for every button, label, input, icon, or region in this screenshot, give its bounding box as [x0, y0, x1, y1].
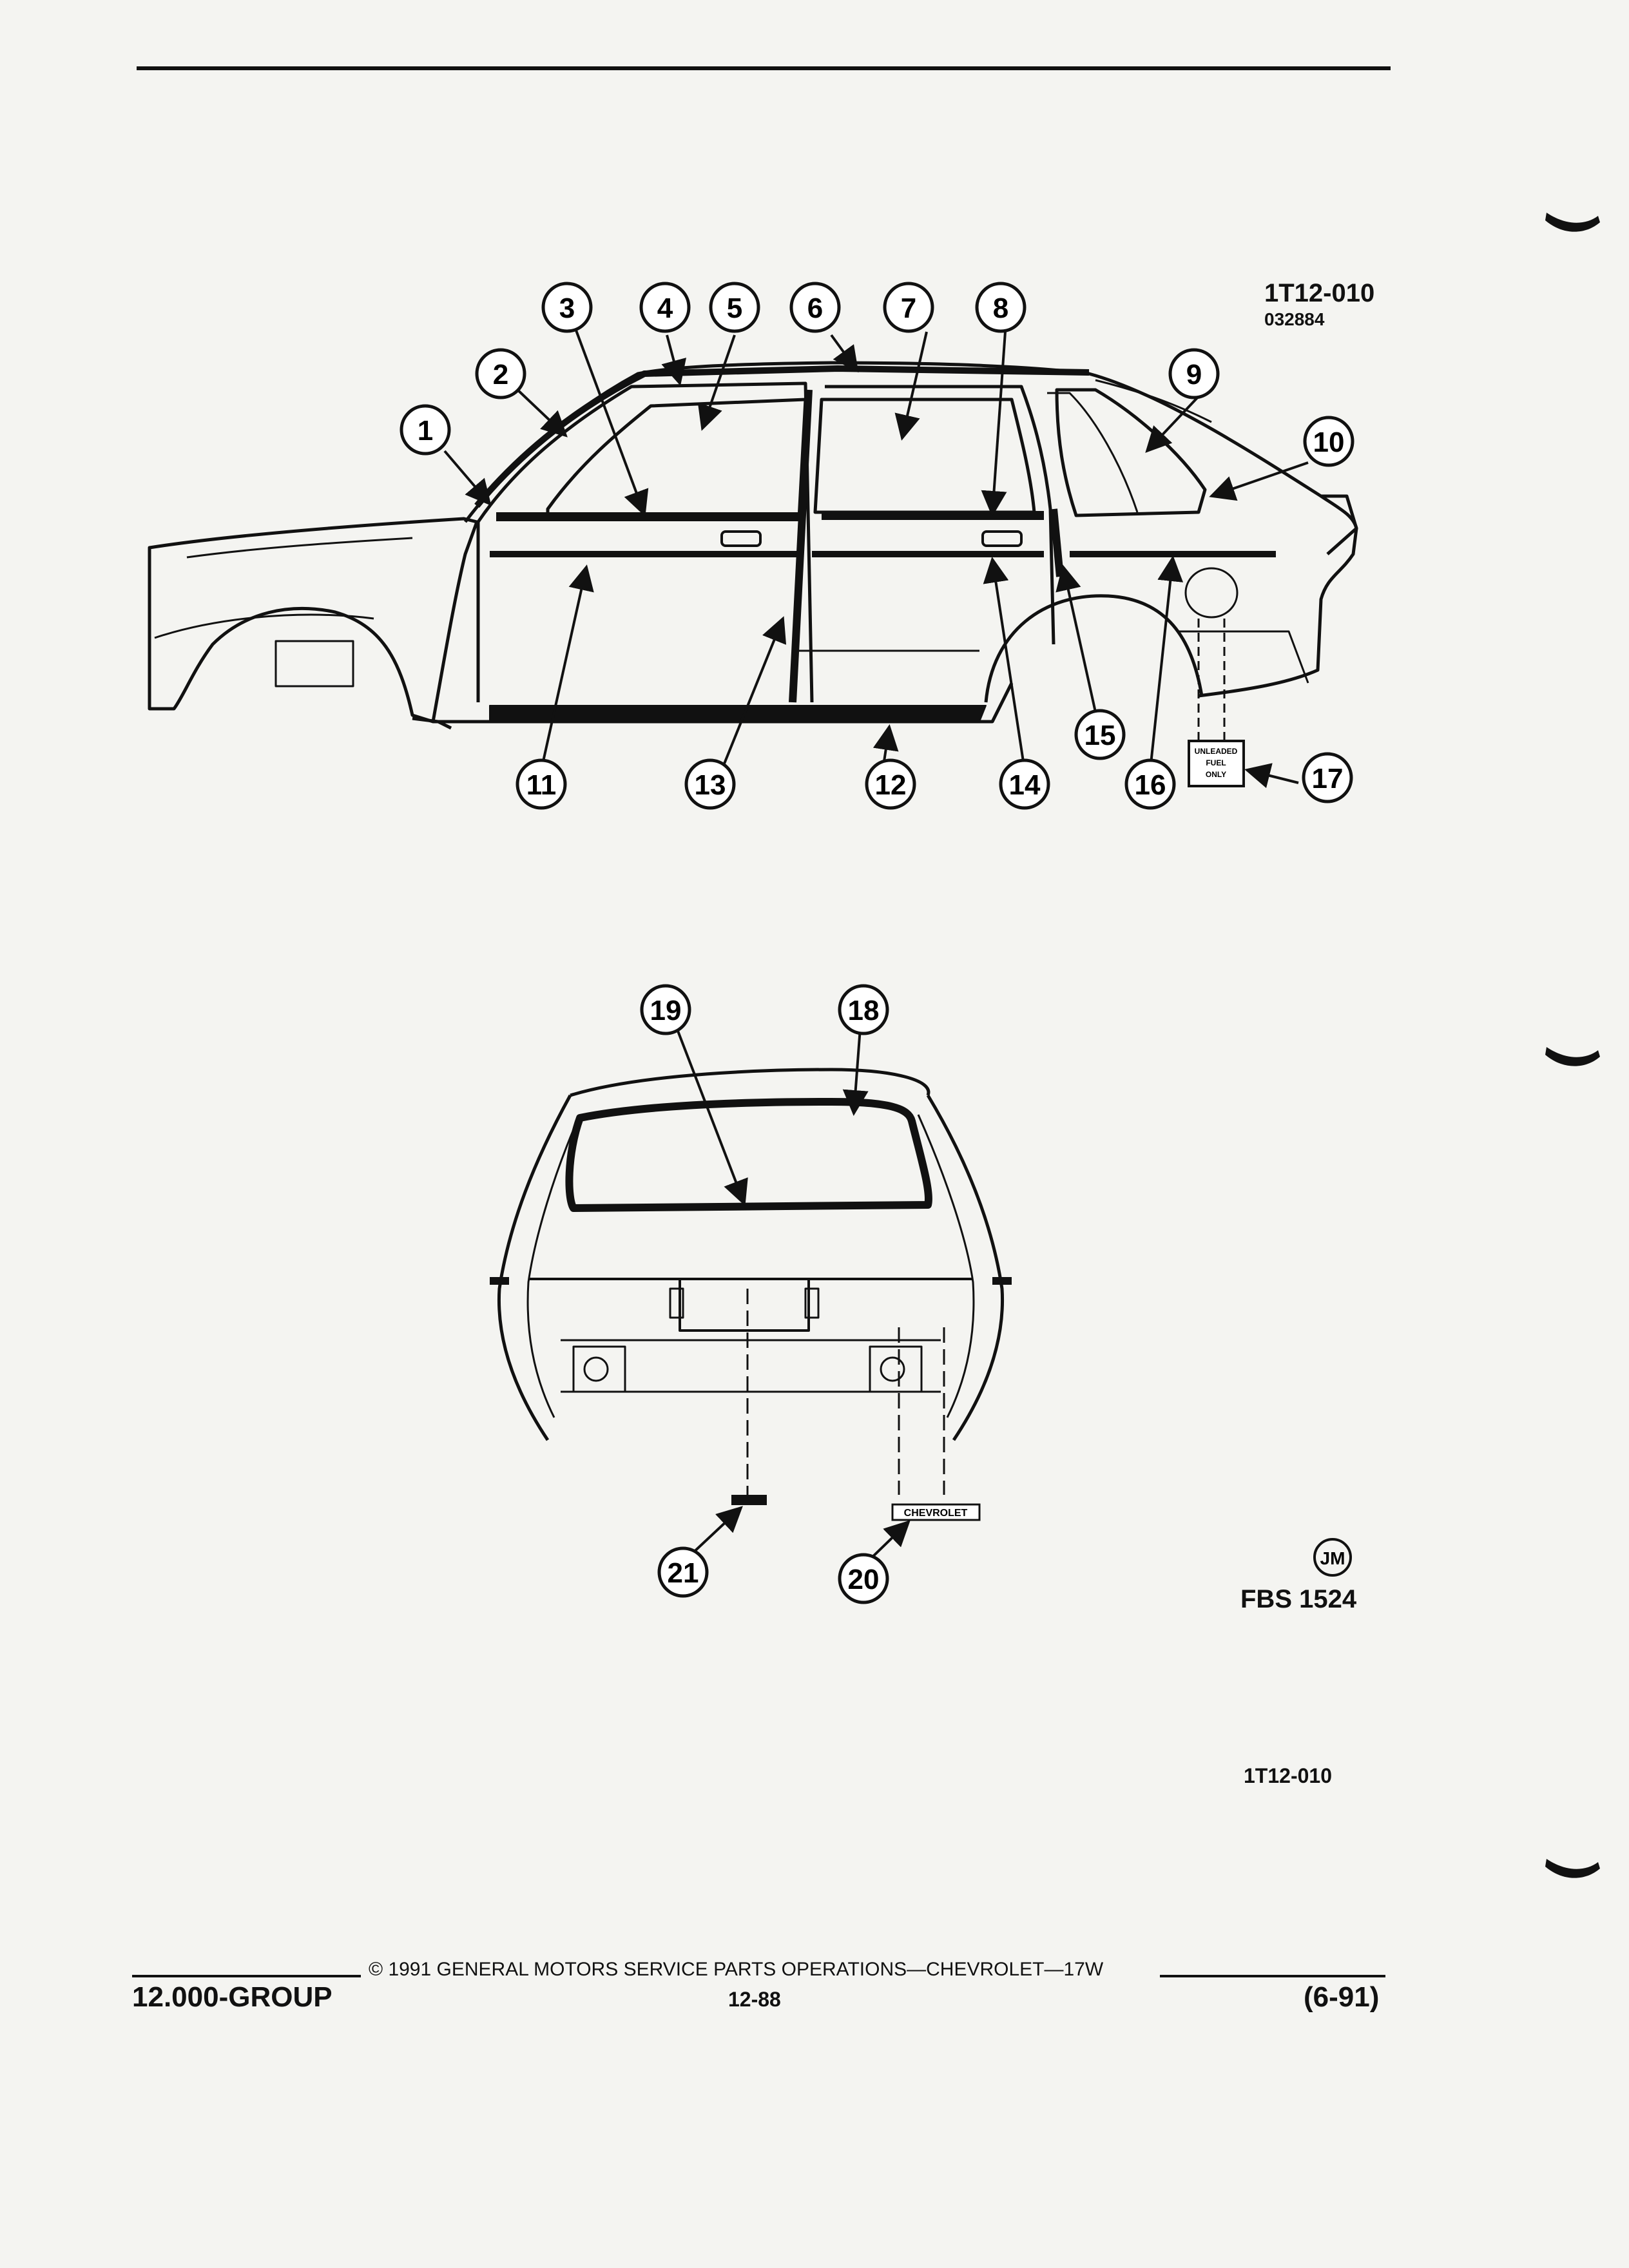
callout-5: 5 — [709, 282, 760, 333]
footer-rule-left — [132, 1975, 361, 1977]
svg-text:3: 3 — [559, 293, 575, 324]
callout-14: 14 — [999, 758, 1050, 810]
callout-21: 21 — [657, 1546, 709, 1598]
svg-text:12: 12 — [875, 769, 907, 801]
rear-emblems: CHEVROLET — [731, 1495, 981, 1521]
emblem-20 — [891, 1503, 981, 1521]
rear-callouts: 19 18 21 20 — [640, 984, 889, 1604]
figure-ref-bottom: 1T12-010 — [1244, 1764, 1332, 1787]
footer-date: (6-91) — [1304, 1981, 1380, 2013]
svg-text:19: 19 — [650, 995, 682, 1026]
side-leader-lines — [443, 328, 1309, 789]
svg-text:8: 8 — [993, 293, 1008, 324]
jm-stamp: JM — [1313, 1538, 1352, 1577]
rear-view-car — [490, 1068, 1012, 1495]
svg-text:17: 17 — [1312, 763, 1344, 794]
svg-text:20: 20 — [848, 1564, 880, 1595]
callout-9: 9 — [1168, 348, 1220, 399]
stamp-code: FBS 1524 — [1240, 1585, 1357, 1613]
fuel-label-decal: UNLEADED FUEL ONLY — [1188, 740, 1245, 787]
callout-17: 17 — [1302, 752, 1353, 803]
svg-text:4: 4 — [657, 293, 673, 324]
svg-text:21: 21 — [668, 1557, 699, 1589]
fuel-label-line2: FUEL — [1206, 758, 1226, 767]
callout-18: 18 — [838, 984, 889, 1035]
callout-12: 12 — [865, 758, 916, 810]
svg-text:15: 15 — [1084, 720, 1116, 751]
callout-6: 6 — [789, 282, 841, 333]
fuel-label-line1: UNLEADED — [1195, 747, 1238, 756]
callout-2: 2 — [475, 348, 526, 399]
svg-text:11: 11 — [526, 769, 557, 801]
svg-text:JM: JM — [1320, 1548, 1345, 1568]
callout-8: 8 — [975, 282, 1027, 333]
callout-16: 16 — [1124, 758, 1176, 810]
callout-11: 11 — [516, 758, 567, 810]
svg-text:1: 1 — [418, 415, 433, 447]
callout-4: 4 — [639, 282, 691, 333]
svg-text:14: 14 — [1009, 769, 1041, 801]
figure-code: 032884 — [1264, 309, 1325, 329]
footer-group: 12.000-GROUP — [132, 1981, 333, 2013]
figure-id: 1T12-010 — [1264, 279, 1375, 307]
svg-text:18: 18 — [848, 995, 880, 1026]
callout-15: 15 — [1074, 709, 1126, 760]
callout-13: 13 — [684, 758, 736, 810]
emblem-text: CHEVROLET — [904, 1508, 968, 1519]
svg-text:5: 5 — [727, 293, 742, 324]
svg-text:6: 6 — [807, 293, 823, 324]
svg-text:16: 16 — [1135, 769, 1166, 801]
side-callouts: 1 2 3 4 5 6 7 8 9 10 11 13 12 14 15 16 1… — [400, 282, 1354, 810]
top-rule — [137, 66, 1391, 70]
svg-text:13: 13 — [695, 769, 726, 801]
svg-text:2: 2 — [493, 359, 508, 390]
binding-marks — [1545, 213, 1600, 1878]
emblem-21 — [731, 1495, 767, 1505]
svg-text:10: 10 — [1313, 427, 1345, 458]
footer-page: 12-88 — [728, 1988, 781, 2011]
fuel-label-line3: ONLY — [1206, 770, 1226, 779]
svg-text:9: 9 — [1186, 359, 1202, 390]
callout-20: 20 — [838, 1553, 889, 1604]
svg-text:7: 7 — [901, 293, 916, 324]
footer-copyright: © 1991 GENERAL MOTORS SERVICE PARTS OPER… — [369, 1959, 1104, 1980]
callout-3: 3 — [541, 282, 593, 333]
callout-7: 7 — [883, 282, 934, 333]
callout-19: 19 — [640, 984, 691, 1035]
callout-10: 10 — [1303, 416, 1354, 467]
callout-1: 1 — [400, 404, 451, 456]
footer-rule-right — [1160, 1975, 1385, 1977]
